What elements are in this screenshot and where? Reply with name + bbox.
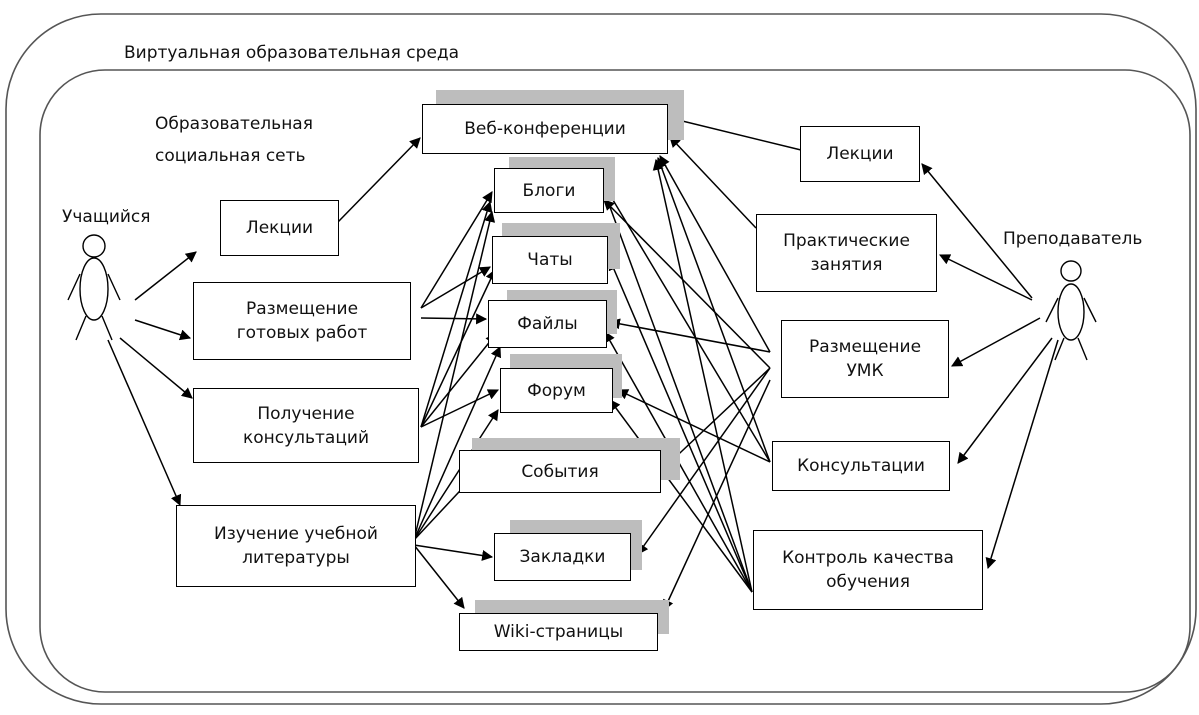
arrow-quality-to-blogs (598, 178, 753, 593)
arrow-umk-to-events (663, 367, 771, 469)
arrow-posting-to-blogs (420, 191, 493, 309)
blogs-box: Блоги (494, 168, 604, 213)
inner-network-frame (39, 69, 1191, 693)
quality-control-box: Контроль качества обучения (753, 530, 983, 610)
arrow-literature-to-bookmarks (413, 544, 494, 561)
student-lectures-box: Лекции (220, 200, 339, 256)
posting-works-box: Размещение готовых работ (193, 282, 411, 360)
arrow-consult-to-files (420, 333, 497, 428)
arrow-literature-to-files (413, 345, 501, 541)
arrow-student-to-posting (134, 319, 192, 341)
arrow-quality-to-chats (608, 258, 753, 593)
social-network-label: Образовательная социальная сеть (155, 114, 313, 166)
study-literature-box: Изучение учебной литературы (176, 505, 416, 587)
arrow-consult-to-forum (420, 389, 499, 428)
practice-sessions-box: Практические занятия (756, 214, 937, 292)
arrow-student-to-consultations (119, 337, 193, 399)
environment-label: Виртуальная образовательная среда (124, 43, 460, 63)
webconf-box: Веб-конференции (422, 104, 668, 154)
arrow-lectures-to-webconf (337, 137, 421, 223)
chats-box: Чаты (492, 236, 608, 284)
teacher-consultations-box: Консультации (772, 441, 950, 491)
arrow-student-to-lectures (134, 251, 197, 301)
arrow-quality-to-webconf (652, 158, 753, 593)
outer-environment-frame (5, 13, 1197, 705)
arrow-umk-to-files (608, 318, 771, 353)
arrow-tconsult-to-forum (617, 389, 771, 463)
arrow-teacher-to-quality (985, 339, 1059, 570)
forum-box: Форум (500, 368, 613, 413)
arrow-student-to-literature (107, 339, 182, 507)
student-actor-icon (67, 234, 121, 341)
arrow-tconsult-to-webconf (656, 156, 771, 463)
arrow-literature-to-forum (413, 409, 499, 541)
arrow-literature-to-blogs (413, 210, 496, 541)
arrow-umk-to-webconf (659, 155, 771, 353)
post-umk-box: Размещение УМК (781, 320, 949, 398)
get-consultations-box: Получение консультаций (193, 388, 419, 463)
arrow-teacher-to-tlectures (921, 163, 1033, 299)
arrow-posting-to-chats (420, 266, 491, 309)
bookmarks-box: Закладки (494, 533, 631, 581)
arrow-tlectures-to-webconf (668, 115, 802, 151)
arrow-teacher-to-umk (951, 317, 1041, 367)
arrow-literature-to-wiki (413, 544, 465, 609)
arrow-consult-to-chats (420, 269, 496, 428)
arrow-practice-to-webconf (669, 136, 757, 229)
arrow-quality-to-forum (609, 399, 753, 593)
teacher-lectures-box: Лекции (800, 126, 920, 182)
arrow-consult-to-blogs (420, 200, 493, 428)
teacher-actor-icon (1045, 260, 1097, 361)
teacher-label: Преподаватель (1003, 229, 1143, 249)
student-label: Учащийся (62, 207, 151, 227)
wiki-box: Wiki-страницы (459, 613, 658, 651)
arrow-teacher-to-tconsult (957, 337, 1053, 464)
connection-arrows (107, 115, 1059, 611)
arrow-umk-to-blogs (603, 199, 771, 369)
arrow-tconsult-to-blogs (603, 184, 771, 463)
arrow-quality-to-wiki (663, 379, 771, 611)
arrow-teacher-to-practice (939, 254, 1033, 301)
events-box: События (459, 450, 661, 493)
files-box: Файлы (488, 300, 607, 348)
